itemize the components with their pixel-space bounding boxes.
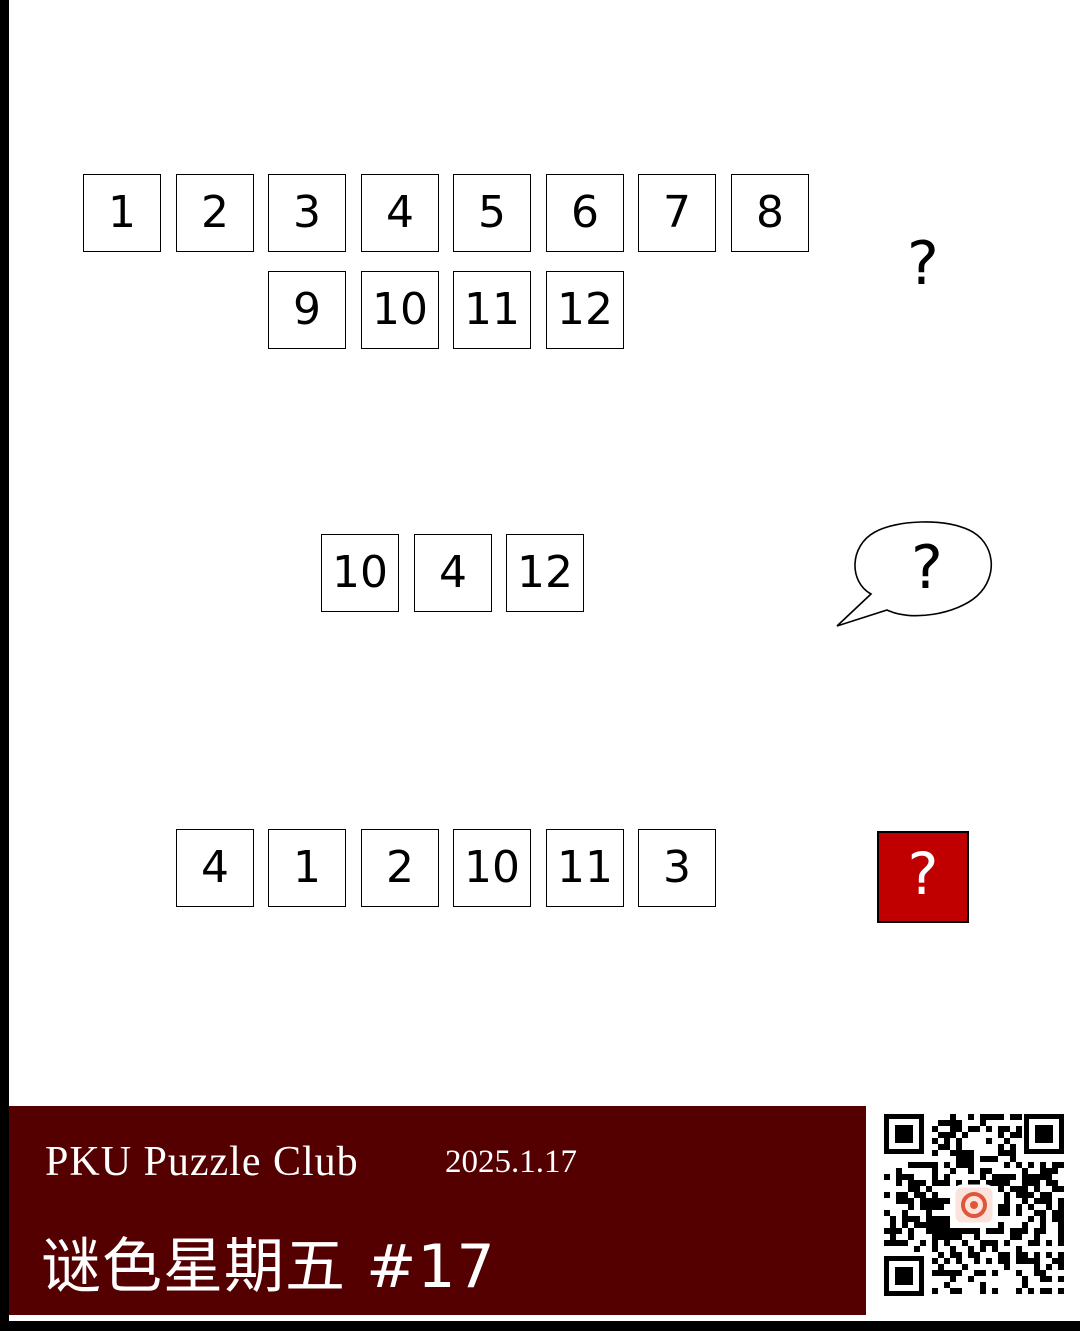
- number-card: 12: [506, 534, 584, 612]
- number-card: 1: [83, 174, 161, 252]
- number-card: 6: [546, 174, 624, 252]
- number-card: 11: [453, 271, 531, 349]
- number-card: 5: [453, 174, 531, 252]
- number-card: 1: [268, 829, 346, 907]
- number-card: 4: [414, 534, 492, 612]
- number-card: 10: [453, 829, 531, 907]
- number-card: 11: [546, 829, 624, 907]
- speech-bubble-icon: [836, 521, 992, 627]
- question-mark: ?: [907, 840, 939, 908]
- footer-banner: PKU Puzzle Club 2025.1.17 谜色星期五 #17: [9, 1106, 866, 1315]
- number-card: 7: [638, 174, 716, 252]
- speech-bubble: ?: [835, 516, 995, 628]
- puzzle-page: 1 2 3 4 5 6 7 8 9 10 11 12 ? 10 4 12 ? 4…: [9, 0, 1080, 1321]
- number-card: 2: [176, 174, 254, 252]
- number-card: 4: [361, 174, 439, 252]
- post-date: 2025.1.17: [445, 1144, 577, 1180]
- club-name: PKU Puzzle Club: [45, 1139, 359, 1185]
- number-card: 10: [321, 534, 399, 612]
- number-card: 9: [268, 271, 346, 349]
- number-card: 4: [176, 829, 254, 907]
- number-card: 10: [361, 271, 439, 349]
- qr-code-icon: [880, 1110, 1068, 1300]
- number-card: 3: [638, 829, 716, 907]
- number-card: 8: [731, 174, 809, 252]
- question-mark: ?: [911, 533, 943, 603]
- qr-code-graphic: [884, 1114, 1064, 1296]
- number-card: 12: [546, 271, 624, 349]
- series-title: 谜色星期五 #17: [41, 1232, 496, 1302]
- number-card: 3: [268, 174, 346, 252]
- number-card: 2: [361, 829, 439, 907]
- question-mark: ?: [907, 229, 939, 299]
- answer-box: ?: [877, 831, 969, 923]
